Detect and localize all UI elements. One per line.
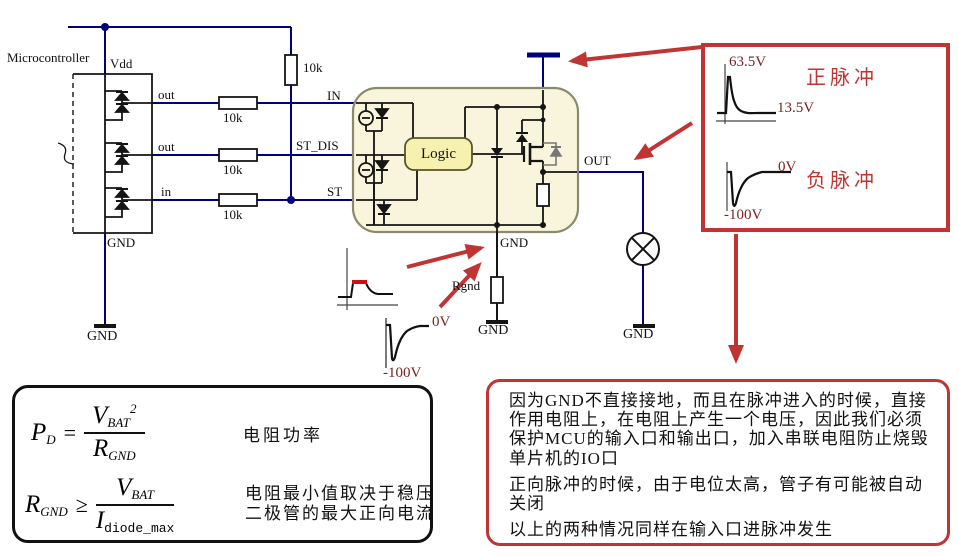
gate-zener-icon (516, 132, 528, 142)
zero-voltage-label: 0V (778, 159, 797, 175)
ic-clamp-zener-icon (491, 148, 503, 158)
gnd-positive-pulse-waveform (337, 248, 398, 310)
ic-output-resistor-icon (536, 183, 550, 207)
f2-num: V (116, 474, 132, 501)
gnd-pulse-min-label: -100V (383, 365, 422, 381)
f2-operator: ≥ (75, 491, 88, 517)
ground-label-ic: GND (478, 323, 509, 338)
resistor-value-pullup: 10k (303, 60, 323, 75)
mcu-pin-out2: out (158, 139, 175, 154)
resistor-value-stdis: 10k (223, 162, 243, 177)
mosfet-icon (522, 143, 543, 165)
ic-pin-out: OUT (584, 153, 611, 168)
body-diode-icon (543, 142, 563, 166)
ic-pin-st: ST (327, 184, 343, 199)
ic-input-cells-icon (358, 103, 392, 225)
rgnd-branch (490, 232, 504, 322)
ground-label-mcu: GND (87, 329, 118, 344)
f2-caption: 电阻最小值取决于稳压二极管的最大正向电流 (245, 484, 435, 524)
note-paragraph-3: 以上的两种情况同样在输入口进脉冲发生 (509, 520, 833, 540)
arrow-to-supply-terminal (568, 45, 703, 68)
f1-fraction: VBAT2 RGND (84, 401, 145, 463)
settle-voltage-label: 13.5V (777, 100, 815, 116)
f2-fraction: VBAT Idiode_max (95, 474, 175, 536)
logic-label: Logic (421, 145, 456, 162)
ic-internal-wires (356, 90, 577, 232)
logic-box (404, 137, 473, 171)
formula-box: PD = VBAT2 RGND 电阻功率 RGND ≥ VBAT Idiode_… (12, 385, 433, 543)
gnd-negative-pulse-waveform (385, 318, 429, 368)
negative-pulse-title: 负脉冲 (806, 170, 878, 192)
rgnd-resistor-icon (490, 276, 504, 304)
f2-den-sub: diode_max (104, 521, 175, 536)
rgnd-label: Rgnd (452, 278, 481, 293)
f1-caption: 电阻功率 (243, 426, 323, 445)
resistor-value-st: 10k (223, 207, 243, 222)
annotation-arrows (406, 45, 744, 364)
arrow-to-out-wire (633, 121, 694, 161)
mcu-pin-in: in (161, 184, 172, 199)
power-formula: PD = VBAT2 RGND (31, 401, 145, 463)
f2-num-sub: BAT (131, 487, 155, 502)
mcu-pin-out1: out (158, 87, 175, 102)
series-resistors-icon (218, 54, 298, 207)
f1-lhs: P (31, 418, 47, 446)
note-paragraph-1: 因为GND不直接接地，而且在脉冲进入的时候，直接作用电阻上，在电阻上产生一个电压… (509, 391, 929, 468)
mcu-gnd-label: GND (107, 235, 136, 250)
f1-num-sub: BAT (107, 415, 131, 430)
mcu-block (57, 73, 153, 234)
positive-pulse-waveform (716, 64, 776, 124)
f2-lhs: R (25, 490, 41, 518)
f1-num: V (92, 402, 108, 429)
ic-block (351, 86, 580, 234)
power-and-signal-wires (68, 26, 644, 326)
min-voltage-label: -100V (724, 207, 763, 223)
ic-junction-dots (494, 104, 546, 228)
mcu-esd-diodes-icon (105, 90, 152, 218)
f1-den: R (92, 435, 109, 462)
f1-lhs-sub: D (46, 431, 56, 447)
notes-box: 因为GND不直接接地，而且在脉冲进入的时候，直接作用电阻上，在电阻上产生一个电压… (486, 379, 950, 546)
f2-lhs-sub: GND (40, 503, 68, 519)
gnd-pulse-zero-label: 0V (432, 314, 451, 330)
arrow-to-gnd-pin-2 (438, 262, 482, 309)
ground-label-lamp: GND (623, 327, 654, 342)
negative-pulse-waveform (726, 162, 791, 211)
f1-den-sub: GND (108, 448, 136, 463)
wire-junction-dots (101, 23, 295, 204)
positive-pulse-title: 正脉冲 (806, 67, 878, 89)
f1-num-sup: 2 (130, 401, 137, 416)
ic-pin-in: IN (327, 88, 341, 103)
mcu-title: Microcontroller (7, 50, 90, 65)
f1-operator: = (63, 419, 77, 445)
ground-symbols-icon (94, 320, 655, 328)
pulse-annotation-box (701, 43, 950, 232)
lamp-icon (626, 232, 660, 266)
break-squiggle-icon (57, 142, 75, 165)
f2-den: I (95, 507, 105, 534)
note-paragraph-2: 正向脉冲的时候，由于电位太高，管子有可能被自动关闭 (509, 474, 923, 514)
vdd-label: Vdd (110, 56, 133, 71)
arrow-to-gnd-pin-1 (406, 243, 485, 269)
rgnd-formula: RGND ≥ VBAT Idiode_max (25, 474, 175, 536)
peak-voltage-label: 63.5V (729, 54, 767, 70)
ic-pin-gnd: GND (500, 235, 529, 250)
ic-pin-st-dis: ST_DIS (296, 138, 339, 153)
resistor-value-in: 10k (223, 110, 243, 125)
